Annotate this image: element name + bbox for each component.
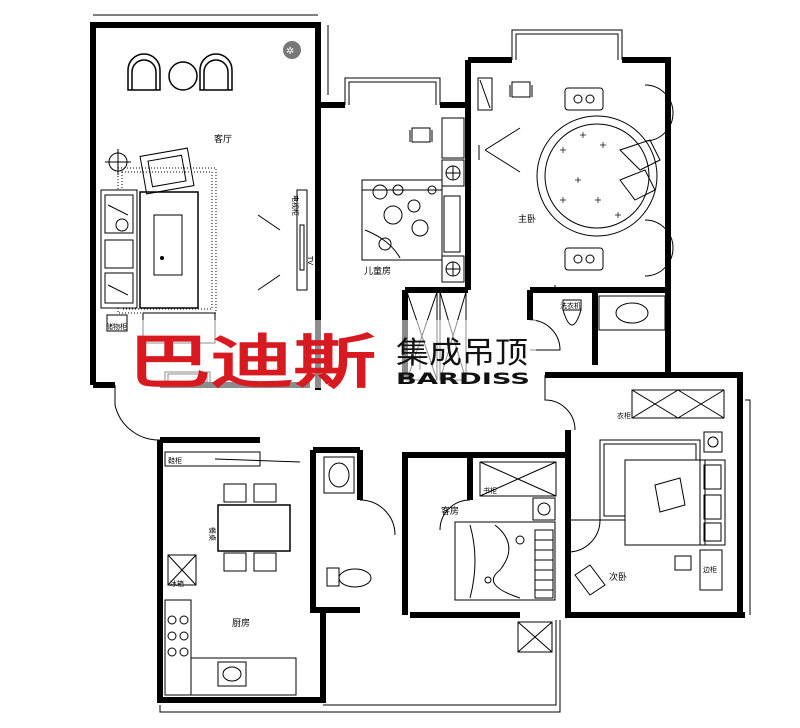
label-master-bedroom: 主卧 <box>518 213 536 225</box>
label-kids-room: 儿童房 <box>364 265 391 277</box>
logo-tagline-cn: 集成吊顶 <box>396 336 528 371</box>
bathroom-lower <box>323 456 553 653</box>
master-bedroom <box>477 77 674 290</box>
label-guest-room: 客房 <box>441 505 459 517</box>
balconies <box>93 14 751 713</box>
bathroom-upper <box>562 295 666 365</box>
label-second-bedroom: 次卧 <box>609 571 627 583</box>
guest-room <box>454 461 557 601</box>
label-bookcase: 书柜 <box>483 486 497 495</box>
label-washing-machine: 洗衣机 <box>560 301 581 310</box>
label-fridge: 冰箱 <box>170 579 184 588</box>
kids-room <box>361 117 465 283</box>
label-living-room: 客厅 <box>214 133 232 145</box>
logo-brand-cn: 巴迪斯 <box>128 328 376 396</box>
svg-text:✲: ✲ <box>286 46 294 57</box>
second-bedroom <box>574 389 726 596</box>
label-dining: 餐桌 <box>208 527 217 541</box>
kitchen <box>164 451 301 696</box>
doors <box>114 319 601 553</box>
label-storage: 储物柜 <box>106 322 127 331</box>
logo-brand-en: BARDISS <box>396 369 530 388</box>
walls <box>90 22 745 703</box>
living-room: ✲ <box>100 41 308 385</box>
label-side-cabinet: 边柜 <box>703 565 717 574</box>
label-kitchen: 厨房 <box>232 617 250 629</box>
room-labels: 客厅 儿童房 主卧 次卧 客房 厨房 餐桌 电视柜 TV 冰箱 衣柜 书柜 洗衣… <box>106 133 717 629</box>
label-tv: TV <box>306 255 314 265</box>
label-shoe-cabinet: 鞋柜 <box>168 456 182 465</box>
brand-logo: 巴迪斯 集成吊顶 BARDISS <box>128 320 536 396</box>
label-tv-cabinet: 电视柜 <box>291 195 300 216</box>
label-wardrobe: 衣柜 <box>617 411 631 420</box>
